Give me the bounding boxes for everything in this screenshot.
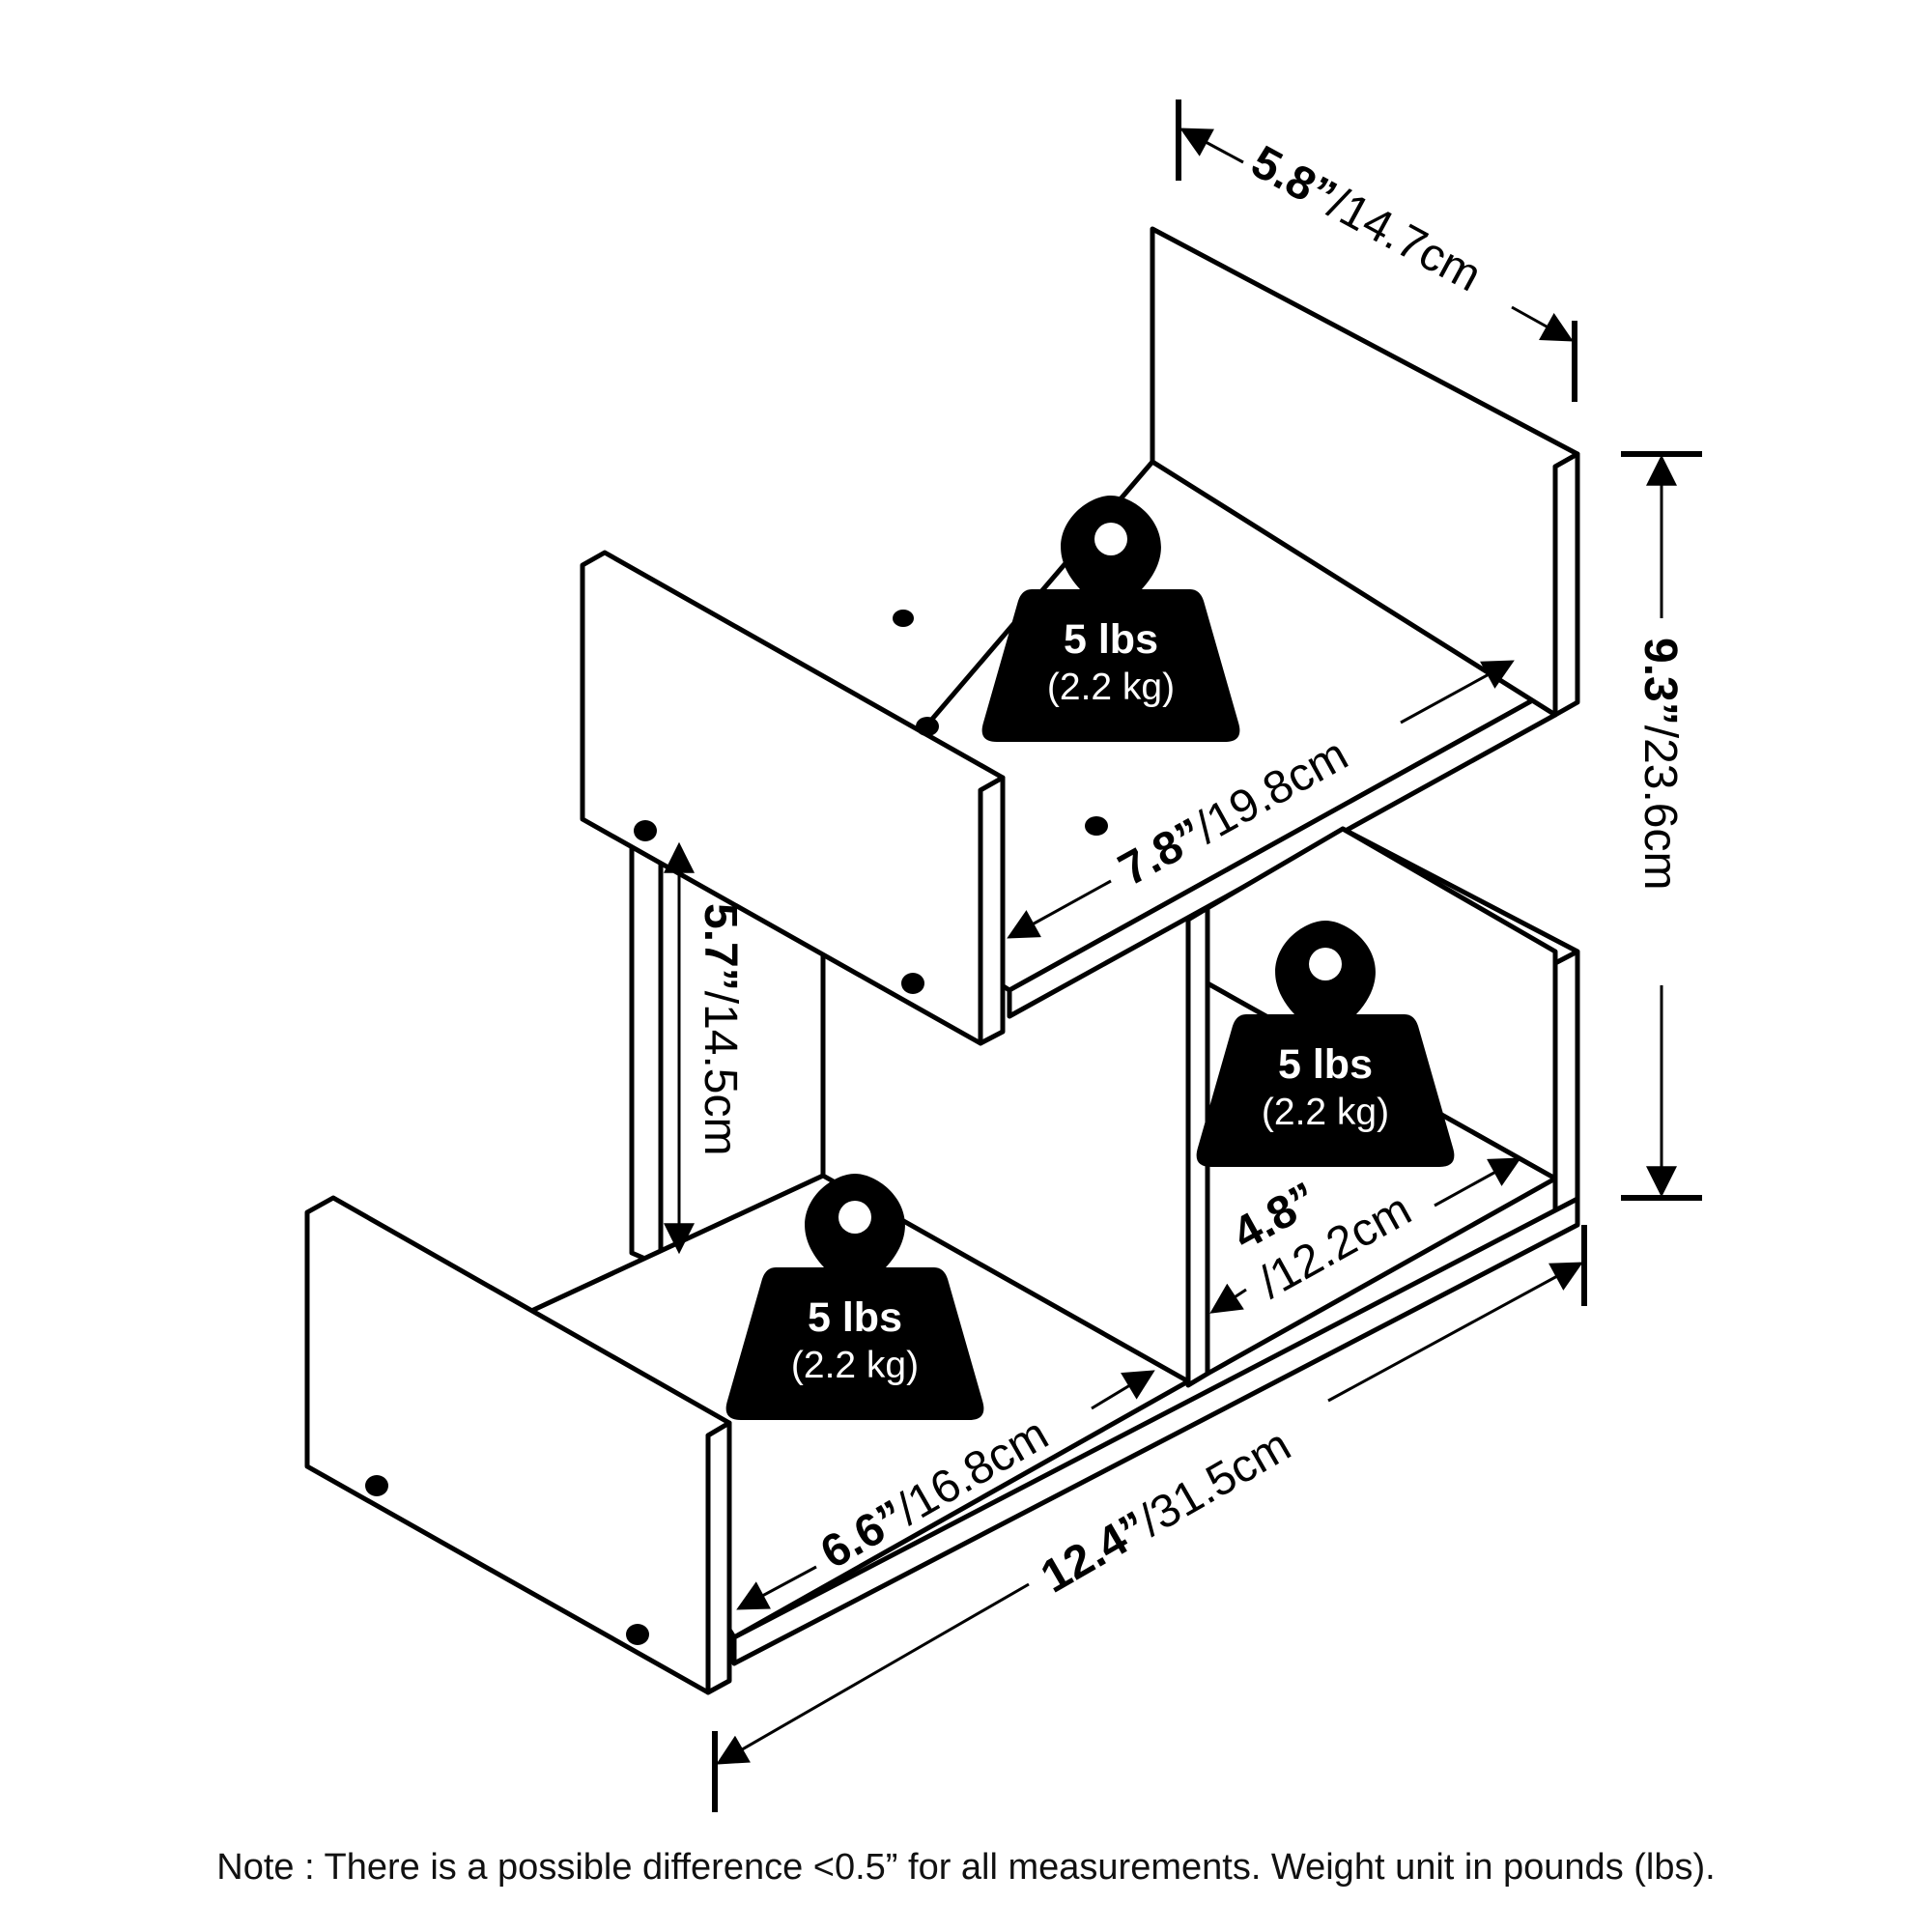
dimension-total-height: 9.3”/23.6cm [1621,451,1702,1201]
weight-icon-right: 5 lbs (2.2 kg) [1196,921,1455,1167]
dimension-inner-height: 5.7”/14.5cm [664,841,746,1255]
svg-text:(2.2 kg): (2.2 kg) [1262,1092,1389,1133]
svg-text:5 lbs: 5 lbs [1064,616,1158,663]
measurement-note: Note : There is a possible difference <0… [216,1847,1716,1888]
bottom-shelf-front-edge [731,1196,1580,1666]
svg-text:5.8”/14.7cm: 5.8”/14.7cm [1243,136,1490,301]
svg-text:5 lbs: 5 lbs [1278,1041,1373,1088]
middle-divider [1185,905,1210,1388]
left-vertical-support [629,823,664,1268]
svg-text:9.3”/23.6cm: 9.3”/23.6cm [1634,638,1686,890]
weight-icon-bottom: 5 lbs (2.2 kg) [725,1174,984,1420]
svg-text:5.7”/14.5cm: 5.7”/14.5cm [695,903,746,1155]
svg-text:5 lbs: 5 lbs [808,1294,902,1341]
shelf-structure [304,226,1580,1695]
top-right-end-panel-edge [1552,451,1580,718]
screw-holes [365,610,1108,1645]
top-left-end-panel-edge [978,775,1006,1046]
weight-icon-top: 5 lbs (2.2 kg) [981,496,1240,742]
svg-text:(2.2 kg): (2.2 kg) [791,1345,919,1386]
svg-text:(2.2 kg): (2.2 kg) [1047,667,1175,708]
bottom-left-end-panel-edge [705,1420,732,1695]
